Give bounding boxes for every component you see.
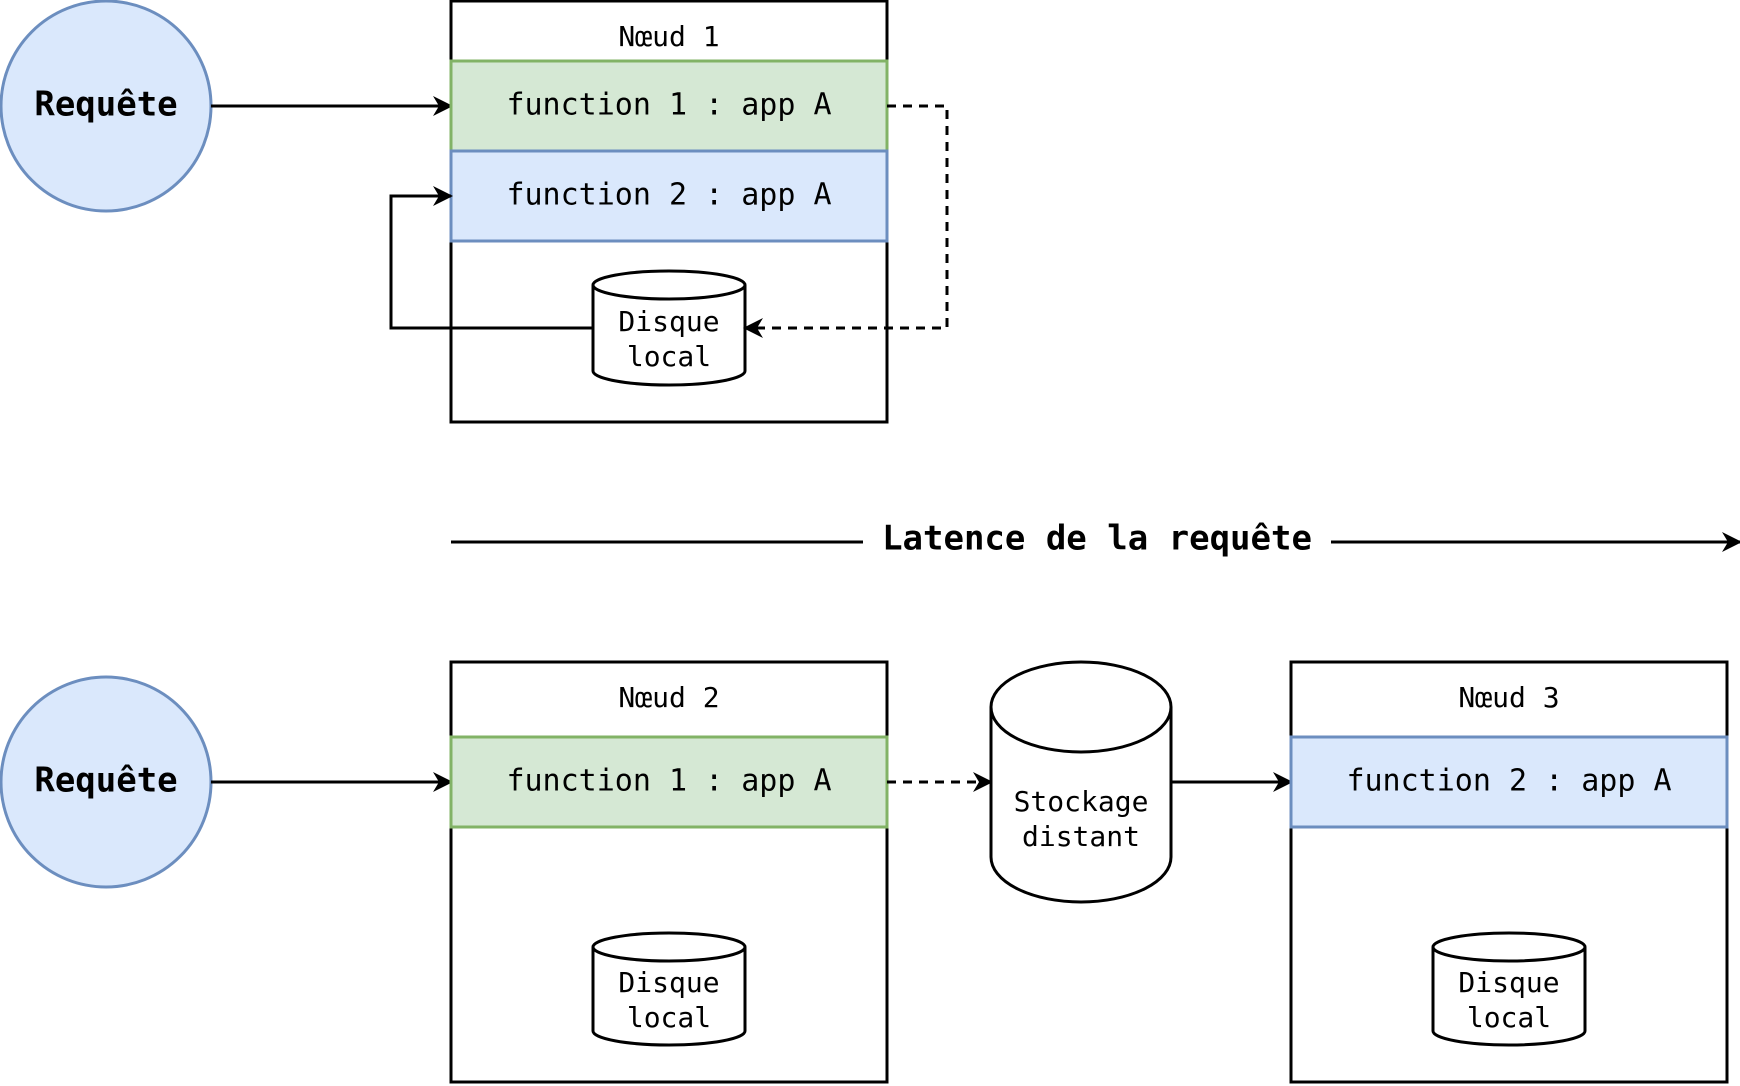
- node-2-local-disk: Disque local: [591, 931, 747, 1047]
- remote-storage-label-line1: Stockage: [1014, 785, 1149, 818]
- latency-label: Latence de la requête: [882, 519, 1312, 559]
- latency-axis: Latence de la requête: [451, 519, 1740, 559]
- node-2-disk-label-line2: local: [627, 1001, 711, 1034]
- node-3-title: Nœud 3: [1458, 681, 1559, 714]
- node-1-disk-label-line2: local: [627, 340, 711, 373]
- node-1-function-2-label: function 2 : app A: [506, 178, 831, 213]
- node-2-function-1: [449, 735, 889, 829]
- node-3-disk-label-line2: local: [1467, 1001, 1551, 1034]
- node-2-function-1-label: function 1 : app A: [506, 764, 831, 799]
- node-1-local-disk: Disque local: [591, 269, 747, 387]
- node-2-title: Nœud 2: [618, 681, 719, 714]
- remote-storage: Stockage distant: [989, 660, 1173, 904]
- node-1-function-2: [449, 149, 889, 243]
- top-scenario: Requête Nœud 1 function 1 : app A functi…: [0, 0, 949, 424]
- node-3-function-2-label: function 2 : app A: [1346, 764, 1671, 799]
- node-1-title: Nœud 1: [618, 20, 719, 53]
- node-1-function-1-label: function 1 : app A: [506, 88, 831, 123]
- remote-storage-label-line2: distant: [1022, 820, 1140, 853]
- bottom-scenario: Requête Nœud 2 function 1 : app A Disque…: [0, 660, 1729, 1084]
- node-1-disk-label-line1: Disque: [618, 305, 719, 338]
- node-2-disk-label-line1: Disque: [618, 966, 719, 999]
- node-3-disk-label-line1: Disque: [1458, 966, 1559, 999]
- bottom-request-label: Requête: [34, 761, 177, 801]
- disk-to-function-2-arrow: [389, 186, 593, 330]
- top-request-label: Requête: [34, 85, 177, 125]
- node-3-local-disk: Disque local: [1431, 931, 1587, 1047]
- node-3-function-2: [1289, 735, 1729, 829]
